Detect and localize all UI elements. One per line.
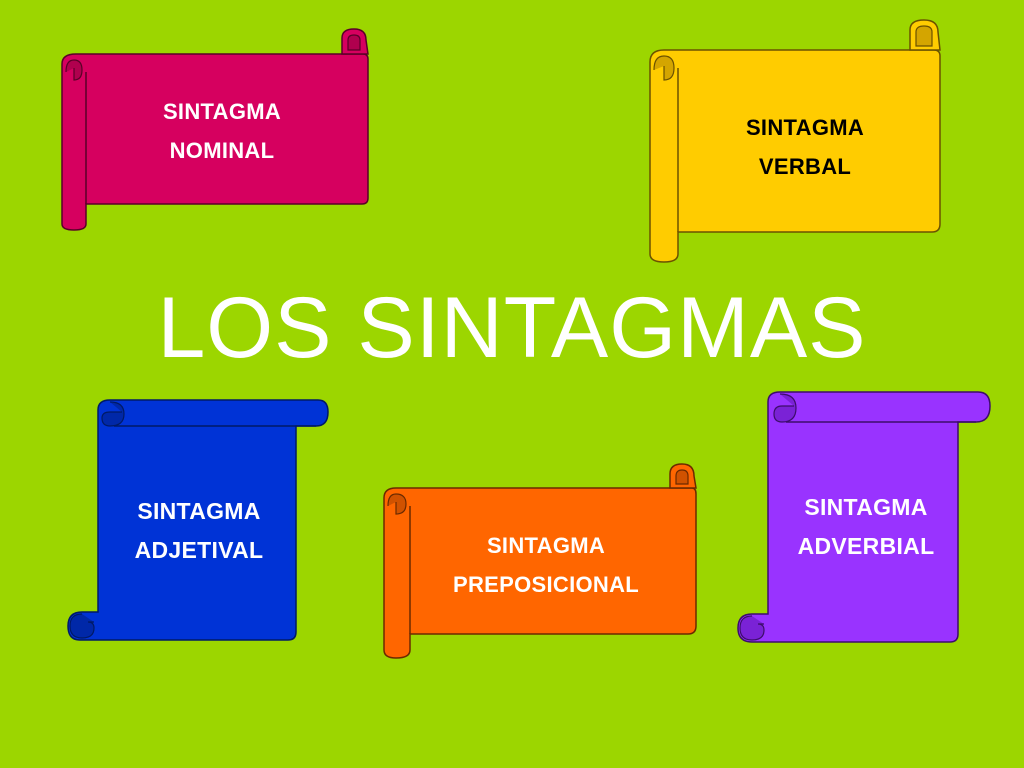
label-line-2: ADVERBIAL bbox=[797, 533, 935, 559]
scroll-sintagma-verbal: SINTAGMA VERBAL bbox=[646, 18, 944, 266]
scroll-sintagma-adverbial: SINTAGMA ADVERBIAL bbox=[734, 388, 994, 646]
scroll-banner-shape bbox=[67, 399, 329, 641]
label-line-1: SINTAGMA bbox=[486, 533, 606, 558]
scroll-sintagma-preposicional: SINTAGMA PREPOSICIONAL bbox=[380, 462, 700, 662]
scroll-banner-shape bbox=[61, 28, 369, 231]
label-line-1: SINTAGMA bbox=[162, 99, 282, 124]
scroll-banner-shape bbox=[649, 19, 941, 263]
scroll-banner-shape bbox=[383, 463, 697, 659]
scroll-label: SINTAGMA NOMINAL bbox=[98, 92, 346, 170]
label-line-1: SINTAGMA bbox=[137, 498, 261, 524]
label-line-2: NOMINAL bbox=[169, 138, 275, 163]
scroll-sintagma-nominal: SINTAGMA NOMINAL bbox=[58, 28, 370, 234]
label-line-2: PREPOSICIONAL bbox=[452, 572, 640, 597]
page-title: LOS SINTAGMAS bbox=[157, 280, 867, 376]
scroll-label: SINTAGMA VERBAL bbox=[686, 108, 924, 186]
scroll-label: SINTAGMA PREPOSICIONAL bbox=[416, 526, 676, 604]
label-line-1: SINTAGMA bbox=[804, 494, 928, 520]
label-line-2: VERBAL bbox=[758, 154, 852, 179]
scroll-sintagma-adjetival: SINTAGMA ADJETIVAL bbox=[64, 396, 332, 646]
scroll-label: SINTAGMA ADJETIVAL bbox=[104, 492, 294, 570]
label-line-1: SINTAGMA bbox=[745, 115, 865, 140]
scroll-banner-shape bbox=[737, 391, 991, 643]
label-line-2: ADJETIVAL bbox=[134, 537, 264, 563]
scroll-label: SINTAGMA ADVERBIAL bbox=[764, 488, 968, 566]
